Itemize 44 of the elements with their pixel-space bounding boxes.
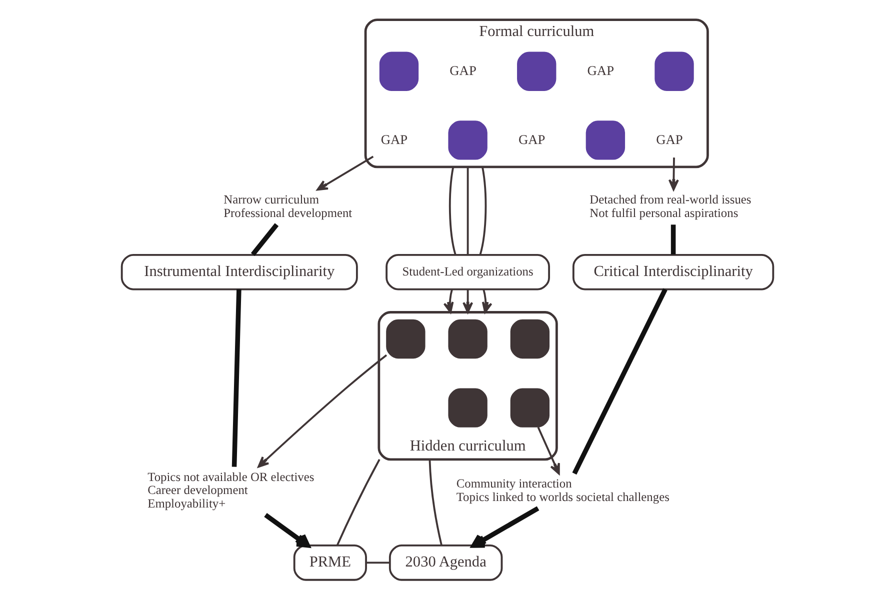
connector <box>231 289 241 467</box>
node-box: Critical Interdisciplinarity <box>572 254 774 290</box>
node-box <box>448 319 487 359</box>
arrow <box>316 156 374 191</box>
connector <box>428 459 442 546</box>
node-box <box>585 120 625 160</box>
node-text: GAP <box>518 132 545 147</box>
connector <box>466 166 468 255</box>
node-box <box>378 52 418 91</box>
arrow <box>257 354 387 468</box>
connector <box>336 458 380 546</box>
connector <box>572 288 667 475</box>
node-text: Detached from real-world issues Not fulfil personal aspirations <box>589 192 751 220</box>
node-box <box>386 319 425 359</box>
arrow <box>442 289 454 314</box>
arrow <box>481 289 492 314</box>
arrow <box>668 158 678 190</box>
node-box <box>510 319 550 359</box>
node-box <box>510 388 550 428</box>
cluster: Hidden curriculum <box>377 311 558 461</box>
node-text: GAP <box>656 132 682 147</box>
node-text: Topics not available OR electives Career development Employability+ <box>147 470 314 511</box>
node-box: Student-Led organizations <box>385 254 550 290</box>
arrow <box>462 289 473 314</box>
node-text: GAP <box>449 62 476 78</box>
arrow <box>536 426 560 475</box>
node-text: Narrow curriculum Professional development <box>223 192 352 220</box>
node-box <box>516 52 556 91</box>
node-text: Community interaction Topics linked to worlds societal challenges <box>456 476 669 504</box>
node-box: 2030 Agenda <box>388 544 502 581</box>
node-box <box>448 120 487 160</box>
arrow <box>264 513 310 548</box>
connector <box>448 166 456 255</box>
node-text: GAP <box>380 132 408 147</box>
node-box: Instrumental Interdisciplinarity <box>120 254 358 290</box>
connector <box>478 166 486 255</box>
node-box <box>448 388 487 428</box>
arrow <box>470 506 539 548</box>
connector <box>366 562 390 564</box>
node-text: GAP <box>586 62 614 78</box>
node-box <box>654 52 694 91</box>
connector <box>670 224 676 254</box>
connector <box>250 223 278 256</box>
node-box: PRME <box>292 544 366 581</box>
